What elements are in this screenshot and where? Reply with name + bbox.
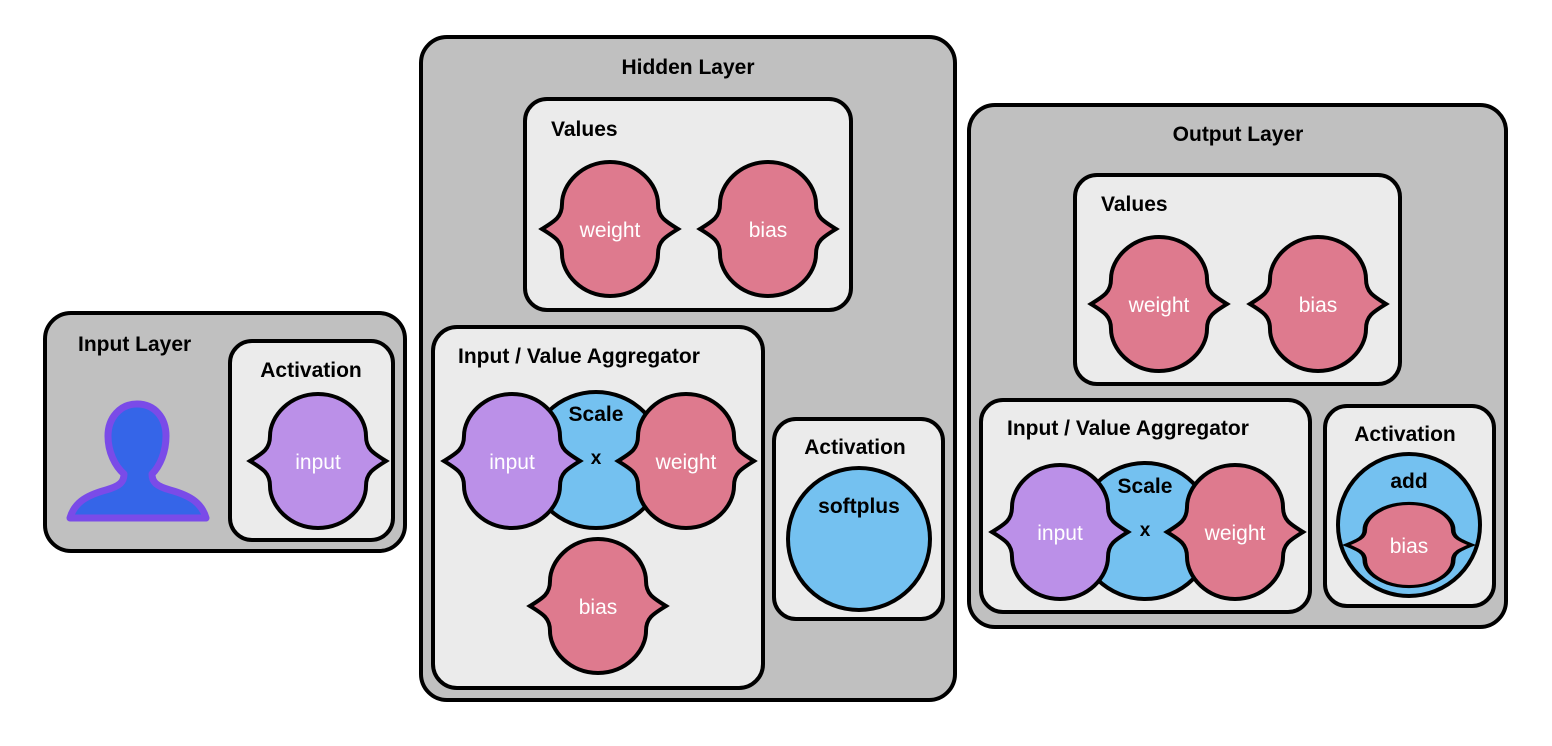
hidden-agg-input-node: input xyxy=(442,392,582,530)
hidden-values-title: Values xyxy=(551,118,618,141)
output-activation-title: Activation xyxy=(1354,423,1456,446)
output-activation-bias-label: bias xyxy=(1390,535,1429,558)
input-activation-title: Activation xyxy=(260,359,362,382)
input-layer-title: Input Layer xyxy=(78,333,191,356)
softplus-node xyxy=(786,466,932,612)
hidden-layer-title: Hidden Layer xyxy=(621,56,754,79)
output-agg-input-node: input xyxy=(990,463,1130,601)
hidden-agg-input-label: input xyxy=(489,451,535,474)
output-times-label: x xyxy=(1140,520,1151,541)
hidden-weight-node: weight xyxy=(540,160,680,298)
output-values-title: Values xyxy=(1101,193,1168,216)
add-label: add xyxy=(1390,470,1427,493)
input-layer: Input Layer Activation input xyxy=(43,311,407,553)
output-layer-title: Output Layer xyxy=(1173,123,1304,146)
hidden-agg-bias-node: bias xyxy=(528,537,668,675)
input-node: input xyxy=(248,392,388,530)
hidden-agg-weight-node: weight xyxy=(616,392,756,530)
output-weight-node: weight xyxy=(1089,235,1229,373)
hidden-layer: Hidden Layer Values weight bias Input / … xyxy=(419,35,957,702)
input-node-label: input xyxy=(295,451,341,474)
hidden-agg-weight-label: weight xyxy=(655,451,717,474)
hidden-weight-label: weight xyxy=(579,219,641,242)
output-bias-node: bias xyxy=(1248,235,1388,373)
output-aggregator-title: Input / Value Aggregator xyxy=(1007,417,1249,440)
hidden-scale-label: Scale xyxy=(569,403,624,426)
output-agg-weight-label: weight xyxy=(1204,522,1266,545)
output-bias-label: bias xyxy=(1299,294,1338,317)
person-silhouette-icon xyxy=(66,400,210,522)
output-scale-label: Scale xyxy=(1118,475,1173,498)
softplus-label: softplus xyxy=(818,495,900,518)
hidden-agg-bias-label: bias xyxy=(579,596,618,619)
output-weight-label: weight xyxy=(1128,294,1190,317)
output-agg-weight-node: weight xyxy=(1165,463,1305,601)
hidden-aggregator-title: Input / Value Aggregator xyxy=(458,345,700,368)
hidden-bias-node: bias xyxy=(698,160,838,298)
hidden-activation-title: Activation xyxy=(804,436,906,459)
hidden-times-label: x xyxy=(591,448,602,469)
output-layer: Output Layer Values weight bias Input / … xyxy=(967,103,1508,629)
hidden-bias-label: bias xyxy=(749,219,788,242)
output-agg-input-label: input xyxy=(1037,522,1083,545)
